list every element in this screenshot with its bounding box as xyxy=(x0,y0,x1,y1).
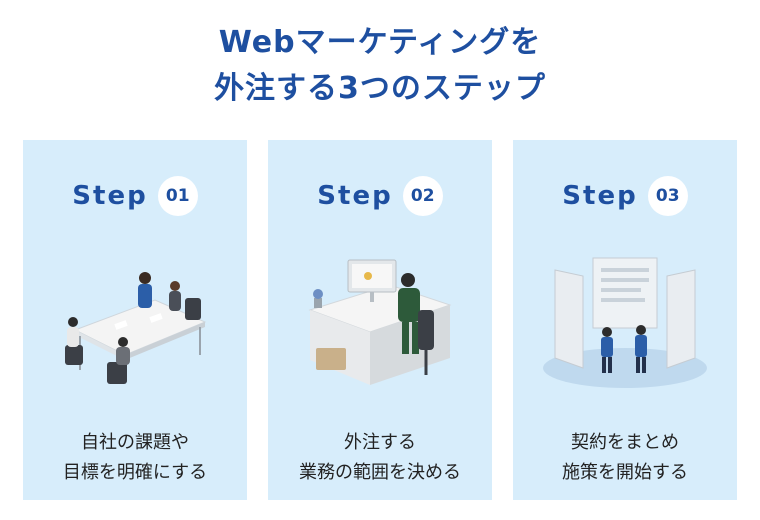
step-heading-2: Step 02 xyxy=(268,176,492,216)
step-description-line2: 業務の範囲を決める xyxy=(299,462,461,483)
step-label: Step xyxy=(72,181,148,211)
desk-work-illustration-icon xyxy=(308,259,452,385)
step-description: 外注する 業務の範囲を決める xyxy=(268,428,492,488)
step-description: 自社の課題や 目標を明確にする xyxy=(23,428,247,488)
step-card-3: Step 03 契約をまとめ 施策を開始する xyxy=(513,140,737,500)
page-title-line2: 外注する3つのステップ xyxy=(214,71,546,106)
step-description-line1: 外注する xyxy=(344,432,416,453)
meeting-illustration-icon xyxy=(65,272,207,384)
step-number-badge: 03 xyxy=(647,176,688,216)
step-heading-1: Step 01 xyxy=(23,176,247,216)
step-heading-3: Step 03 xyxy=(513,176,737,216)
step-number-badge: 01 xyxy=(157,176,198,216)
contract-presentation-illustration-icon xyxy=(543,257,707,388)
step-description-line2: 目標を明確にする xyxy=(62,462,208,483)
step-description-line2: 施策を開始する xyxy=(562,462,688,483)
step-description: 契約をまとめ 施策を開始する xyxy=(513,428,737,488)
step-description-line1: 自社の課題や xyxy=(81,432,189,453)
page-title-line1: Webマーケティングを xyxy=(218,25,542,60)
step-description-line1: 契約をまとめ xyxy=(571,432,679,453)
step-card-1: Step 01 自社の課題や 目標を明確にする xyxy=(23,140,247,500)
page-title: Webマーケティングを 外注する3つのステップ xyxy=(0,20,760,112)
step-number-badge: 02 xyxy=(402,176,443,216)
step-card-2: Step 02 外注する 業務の範囲を決める xyxy=(268,140,492,500)
step-label: Step xyxy=(562,181,638,211)
step-label: Step xyxy=(317,181,393,211)
